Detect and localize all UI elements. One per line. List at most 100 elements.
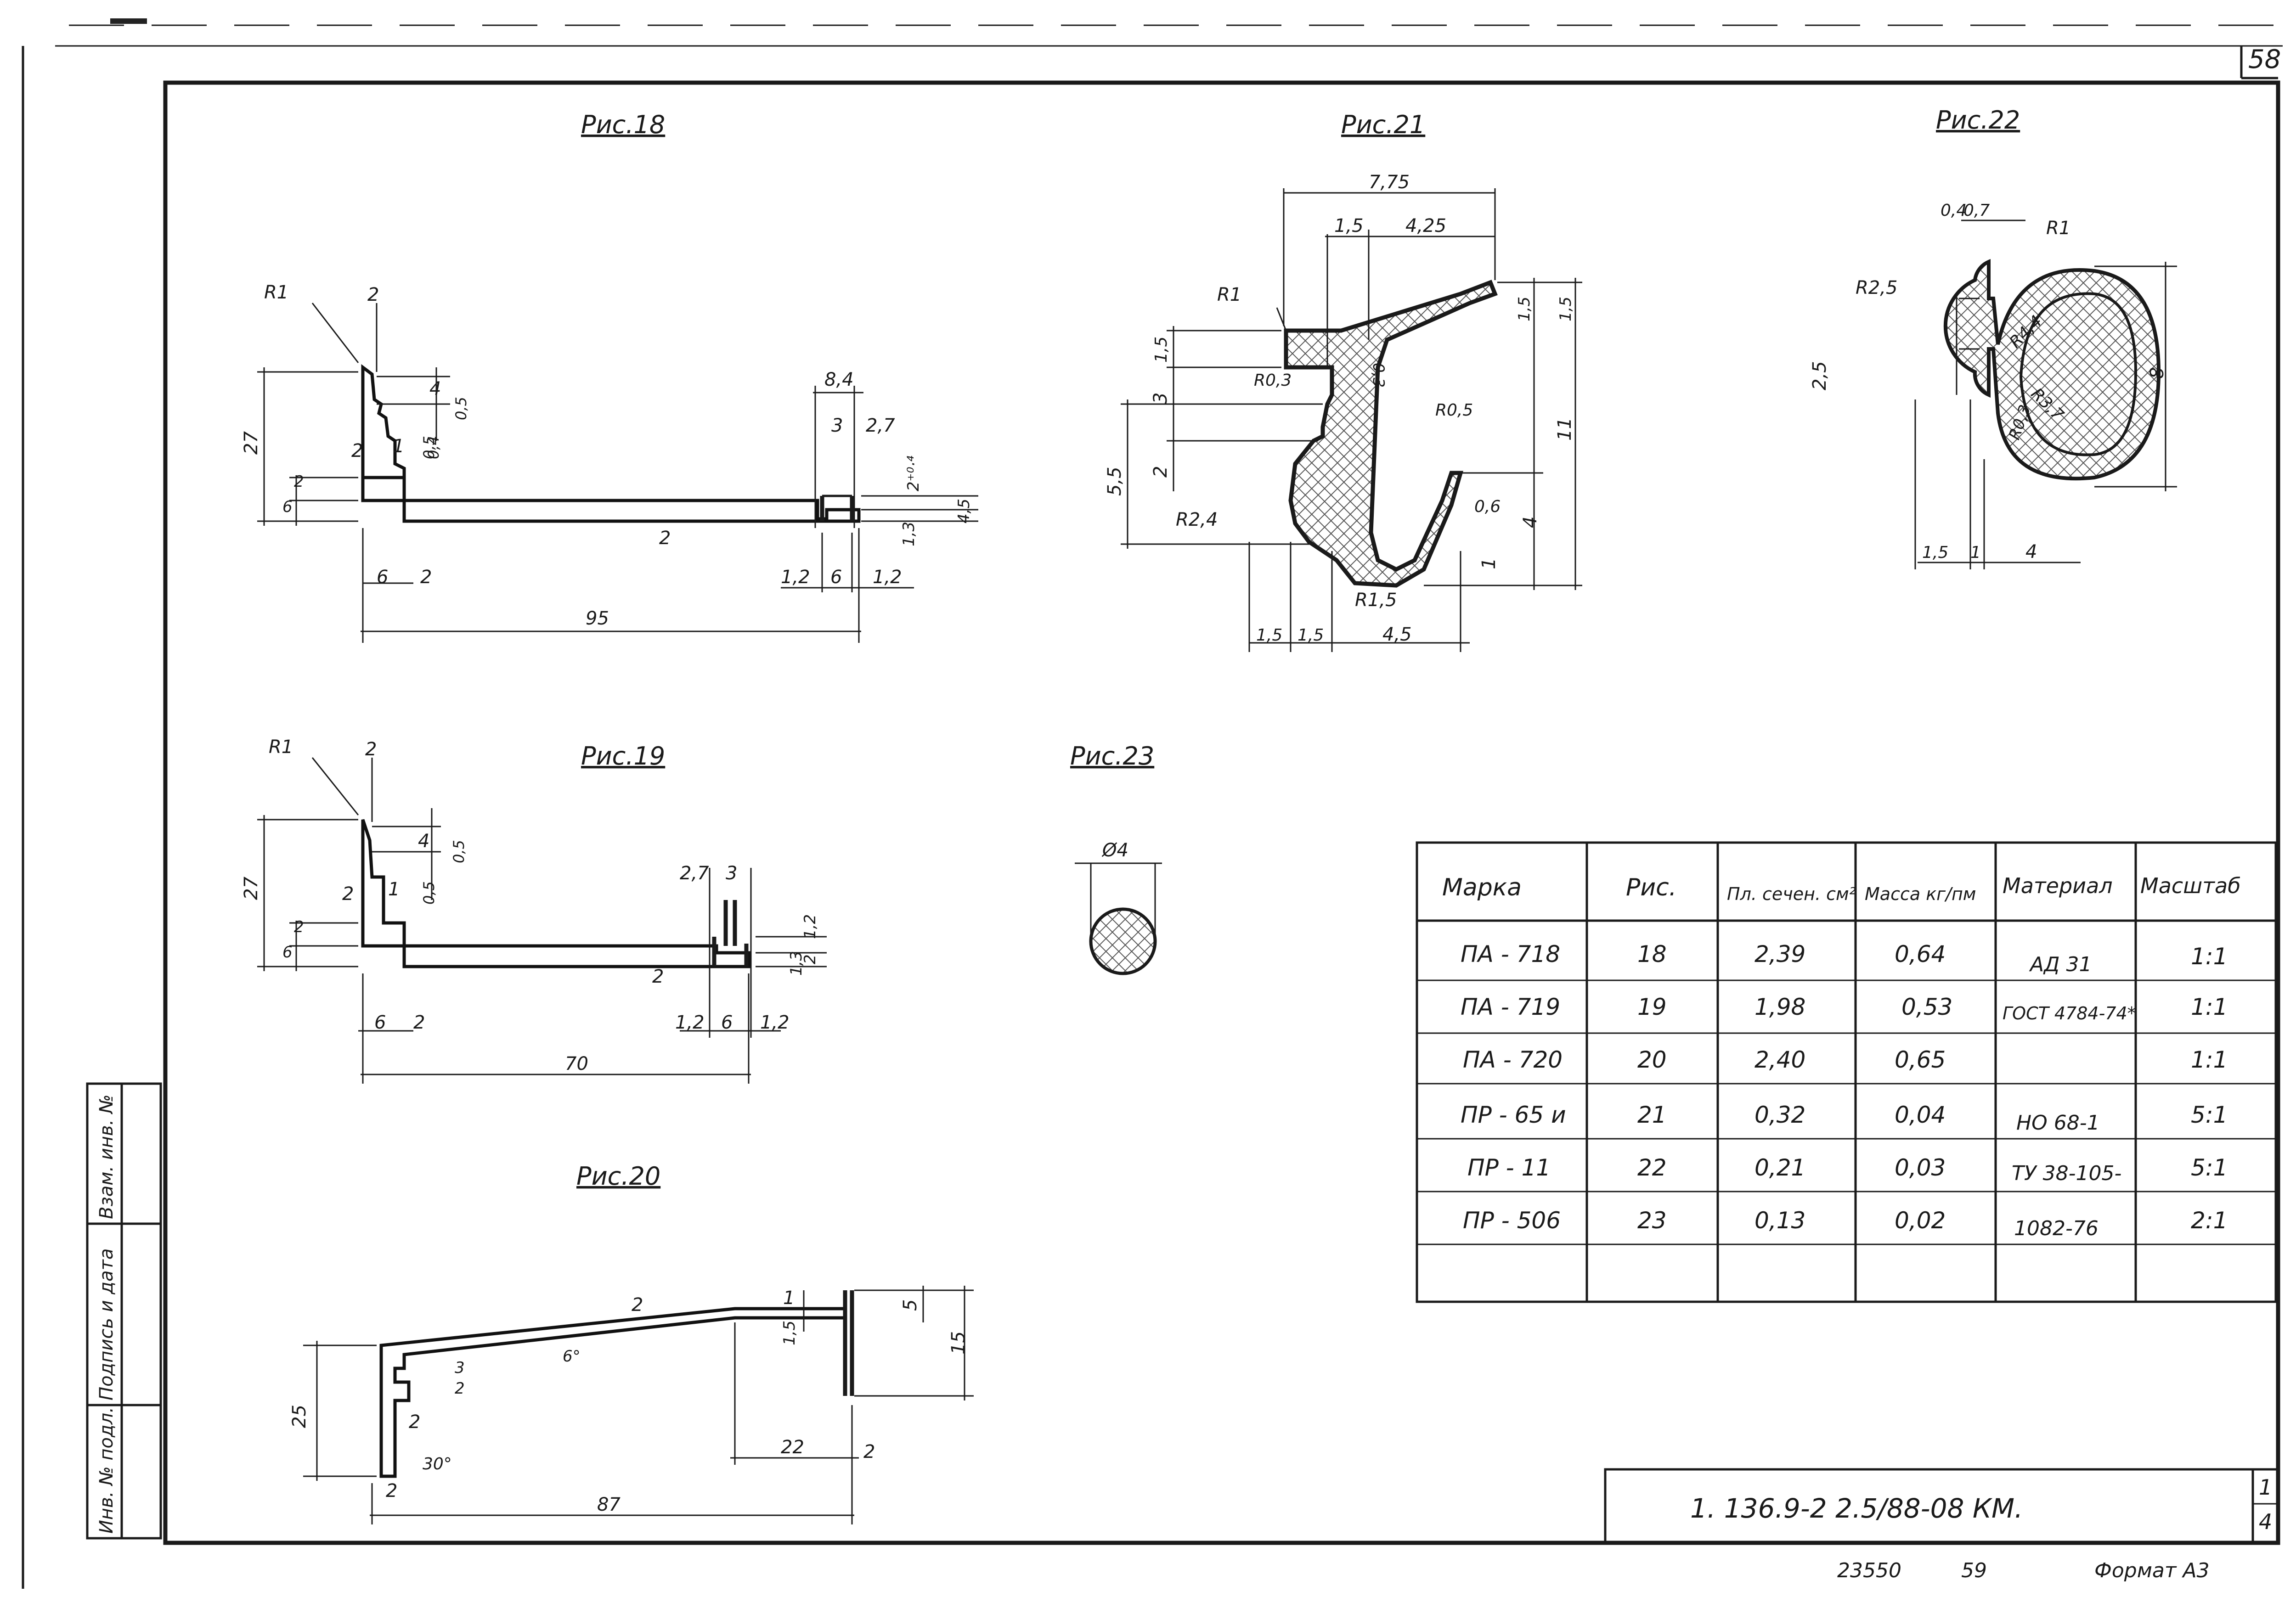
f18-d204: 2⁺⁰·⁴ [904, 456, 923, 491]
f18-d12a: 1,2 [781, 567, 810, 588]
f21-d15d: 1,5 [1557, 297, 1575, 321]
svg-text:22: 22 [1637, 1154, 1667, 1181]
f22-d15: 1,5 [1922, 543, 1948, 562]
f20-d22: 22 [781, 1437, 804, 1458]
f18-top2: 2 [367, 284, 379, 305]
figure-23-title: Рис.23 [1070, 742, 1154, 770]
profile-pr65u [1284, 280, 1497, 587]
top-edge-lines [69, 18, 2273, 26]
svg-text:2:1: 2:1 [2191, 1207, 2228, 1234]
f19-d05: 0,5 [450, 840, 468, 863]
svg-text:20: 20 [1637, 1046, 1667, 1073]
svg-text:ПР - 506: ПР - 506 [1463, 1207, 1561, 1234]
material-ad31: АД 31 [2029, 953, 2092, 976]
figure-19-title: Рис.19 [581, 742, 665, 770]
col-header-material: Материал [2003, 873, 2113, 898]
col-header-mass: Масса кг/пм [1865, 884, 1976, 904]
side-label-1: Инв. № подл. [96, 1407, 117, 1534]
f21-d15a: 1,5 [1334, 215, 1364, 236]
figure-19: Рис.19 R1 2 27 4 0,5 0,5 2 1 6 [241, 737, 827, 1084]
sheet-mark-top: 1 [2259, 1475, 2272, 1500]
sheet-copy-number: 59 [1961, 1559, 1987, 1582]
f22-d07: 0,7 [1963, 201, 1990, 220]
f19-d05b: 0,5 [420, 881, 438, 905]
f19-d2a: 2 [342, 883, 354, 905]
svg-text:19: 19 [1637, 994, 1667, 1020]
f18-mid2: 2 [659, 528, 671, 549]
svg-text:21: 21 [1637, 1102, 1667, 1128]
page-number: 58 [2248, 45, 2281, 74]
f21-d775: 7,75 [1369, 172, 1410, 193]
f21-d06: 0,6 [1474, 497, 1501, 516]
f20-d25: 25 [289, 1405, 310, 1428]
f22-r1: R1 [2046, 218, 2070, 239]
f21-d3: 3 [1150, 393, 1171, 404]
f18-d95: 95 [586, 608, 609, 629]
f18-d12b: 1,2 [873, 567, 902, 588]
f22-r25: R2,5 [1856, 277, 1897, 298]
material-tu: ТУ 38-105- [2012, 1162, 2121, 1185]
title-stamp: 1. 136.9-2 2.5/88-08 КМ. 1 4 [1604, 1468, 2279, 1544]
f20-d2c: 2 [455, 1379, 465, 1398]
f19-d3: 3 [726, 863, 737, 884]
svg-text:0,13: 0,13 [1754, 1207, 1805, 1234]
svg-text:0,03: 0,03 [1895, 1154, 1946, 1181]
sheet-mark-bottom: 4 [2259, 1509, 2272, 1534]
f18-d05: 0,5 [452, 397, 470, 420]
svg-text:ПА - 718: ПА - 718 [1461, 941, 1560, 967]
f20-d1: 1 [783, 1288, 795, 1309]
figure-20: Рис.20 25 2 30° 2 87 3 2 6° 2 1 1,5 5 15… [289, 1162, 974, 1524]
figure-22: Рис.22 0,4 0,7 R1 R2,5 R4,4 2,5 R3,7 R0,… [1809, 106, 2177, 569]
material-no68: НО 68-1 [2016, 1111, 2100, 1135]
material-gost: ГОСТ 4784-74* [2003, 1003, 2136, 1024]
f19-d2b: 2 [294, 918, 304, 936]
table-row: ПР - 65 и 21 0,32 0,04 5:1 [1461, 1102, 2228, 1128]
f19-d12a: 1,2 [675, 1012, 705, 1033]
f21-d1: 1 [1478, 558, 1500, 569]
f19-d27b: 2,7 [680, 863, 709, 884]
f18-d4: 4 [429, 378, 441, 399]
f19-top2: 2 [365, 739, 377, 760]
f19-d6: 6 [282, 943, 293, 962]
f20-d3: 3 [455, 1359, 465, 1377]
f21-d03: 0,3 [1369, 363, 1388, 388]
f19-d6c: 6 [721, 1012, 733, 1033]
f18-d6: 6 [282, 498, 293, 516]
table-row: ПА - 720 20 2,40 0,65 1:1 [1463, 1046, 2228, 1073]
svg-text:5:1: 5:1 [2191, 1102, 2228, 1128]
f21-r1: R1 [1217, 284, 1241, 305]
f19-d6b: 6 [374, 1012, 386, 1033]
f21-d4: 4 [1520, 517, 1541, 528]
figure-18: Рис.18 R1 2 27 4 0,4 [241, 110, 978, 643]
f18-d05b: 0,5 [420, 436, 438, 459]
f22-d25: 2,5 [1809, 361, 1830, 390]
f19-mid2: 2 [652, 966, 664, 987]
f21-d55: 5,5 [1104, 467, 1125, 496]
format-label: Формат А3 [2094, 1559, 2210, 1582]
table-row: ПР - 506 23 0,13 0,02 2:1 [1463, 1207, 2228, 1234]
svg-text:0,21: 0,21 [1754, 1154, 1805, 1181]
f18-d13: 1,3 [900, 522, 918, 546]
f21-r03: R0,3 [1254, 371, 1292, 390]
f18-d1: 1 [393, 436, 404, 457]
f20-d6: 6° [563, 1347, 581, 1366]
figure-22-title: Рис.22 [1936, 106, 2020, 135]
f20-mid2: 2 [632, 1294, 643, 1316]
f18-d84: 8,4 [824, 369, 854, 390]
side-label-3: Взам. инв. № [96, 1094, 117, 1219]
f18-d2b: 2 [294, 472, 304, 491]
f19-d27: 27 [241, 877, 262, 900]
approval-side-block: Инв. № подл. Подпись и дата Взам. инв. № [86, 1082, 162, 1540]
f21-d11: 11 [1554, 417, 1575, 441]
svg-text:0,53: 0,53 [1901, 994, 1952, 1020]
f21-d45: 4,5 [1382, 624, 1412, 645]
col-header-mark: Марка [1442, 874, 1522, 901]
f19-d13: 1,3 [787, 951, 806, 976]
svg-text:1,98: 1,98 [1754, 994, 1805, 1020]
f18-d45: 4,5 [955, 499, 973, 523]
f18-d3: 3 [831, 415, 843, 436]
col-header-scale: Масштаб [2140, 873, 2241, 898]
f20-d30: 30° [423, 1455, 452, 1473]
f19-d4: 4 [418, 831, 429, 852]
f19-d2r: 2 [801, 954, 819, 964]
